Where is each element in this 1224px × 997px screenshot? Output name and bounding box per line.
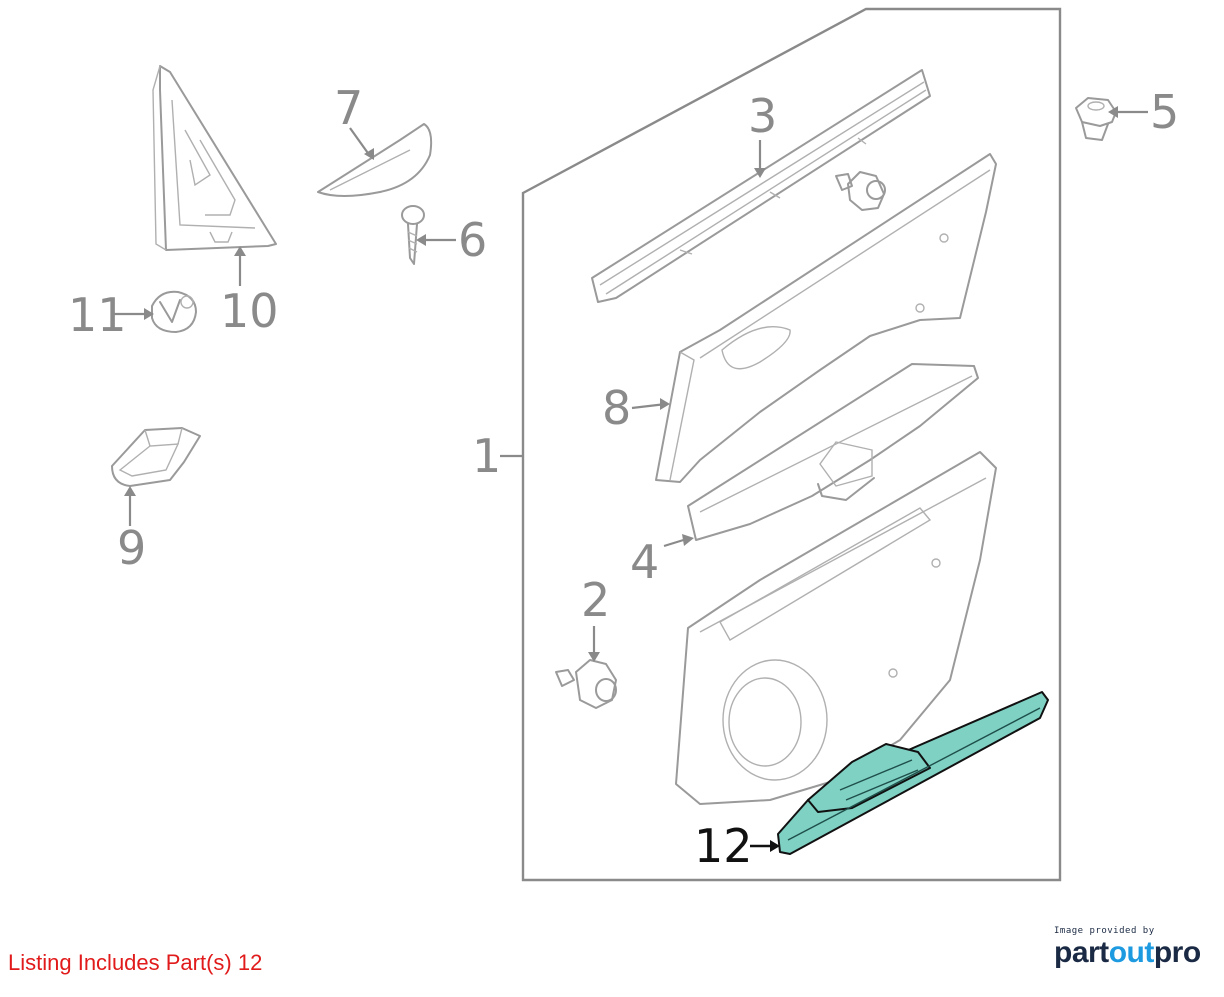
callout-8: 8 xyxy=(602,381,631,435)
part-8-upper-trim-panel xyxy=(655,153,997,483)
arrowhead-7 xyxy=(364,148,374,160)
logo-part: part xyxy=(1054,936,1109,969)
callout-2: 2 xyxy=(581,573,610,627)
assembly-frame xyxy=(521,7,1062,882)
part-12-switch-panel xyxy=(777,691,1049,855)
callout-11: 11 xyxy=(68,288,127,342)
logo-pro: pro xyxy=(1153,936,1201,969)
callout-10: 10 xyxy=(220,284,279,338)
arrowhead-10 xyxy=(234,246,246,256)
arrowhead-8 xyxy=(660,398,670,410)
credit-label: Image provided by xyxy=(1054,926,1155,936)
retainer-clip xyxy=(835,171,886,211)
partoutpro-logo: partoutpro xyxy=(1054,936,1204,970)
lower-door-trim-panel xyxy=(675,451,997,805)
part-5-nut xyxy=(1075,97,1117,141)
part-3-weatherstrip xyxy=(591,69,931,303)
callout-1: 1 xyxy=(472,429,501,483)
arrowhead-2 xyxy=(588,652,600,662)
callout-3: 3 xyxy=(748,89,777,143)
arrowhead-11 xyxy=(144,308,154,320)
leader-7 xyxy=(349,127,371,157)
part-9-handle-bezel xyxy=(111,427,201,487)
arrowhead-9 xyxy=(124,486,136,496)
part-6-screw xyxy=(401,205,425,265)
arrowhead-6 xyxy=(416,234,426,246)
arrowhead-4 xyxy=(682,534,694,546)
part-4-armrest xyxy=(687,363,979,541)
arrowhead-12 xyxy=(770,840,780,852)
part-11-clip xyxy=(151,290,197,333)
logo-out: out xyxy=(1108,936,1155,969)
callout-7: 7 xyxy=(334,81,363,135)
arrowhead-3 xyxy=(754,168,766,178)
part-2-clip xyxy=(555,659,617,709)
callout-4: 4 xyxy=(630,535,659,589)
callout-6: 6 xyxy=(458,213,487,267)
image-credit: Image provided by partoutpro xyxy=(1054,926,1204,970)
listing-caption: Listing Includes Part(s) 12 xyxy=(8,950,263,975)
callout-12: 12 xyxy=(694,819,753,873)
part-10-mirror-trim xyxy=(152,65,277,251)
part-7-pad xyxy=(317,123,433,197)
callout-5: 5 xyxy=(1150,85,1179,139)
arrowhead-5 xyxy=(1108,106,1118,118)
callout-9: 9 xyxy=(117,521,146,575)
